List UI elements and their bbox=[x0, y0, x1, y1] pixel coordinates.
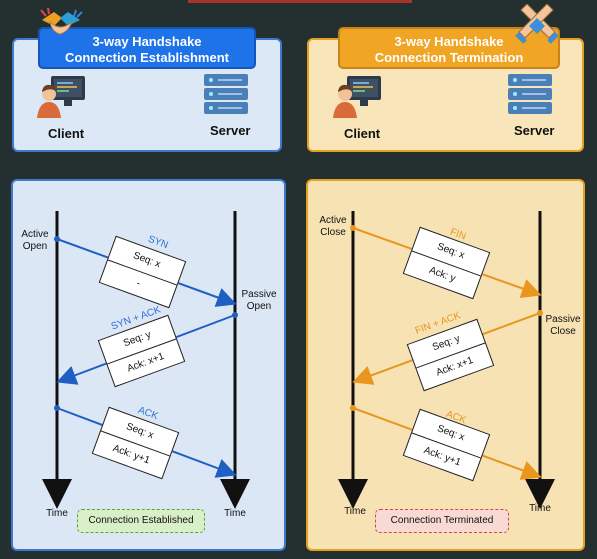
active-open-label: Active Open bbox=[21, 229, 49, 252]
time-label: Time bbox=[529, 503, 551, 514]
establishment-title-line2: Connection Establishment bbox=[65, 50, 229, 65]
time-label: Time bbox=[344, 506, 366, 517]
active-close-label: Active Close bbox=[319, 215, 347, 238]
termination-title-line1: 3-way Handshake bbox=[394, 34, 504, 49]
passive-close-label: Passive Close bbox=[545, 314, 581, 337]
termination-server-label: Server bbox=[514, 123, 555, 138]
client-icon bbox=[37, 76, 85, 118]
handshake-icon bbox=[40, 7, 83, 35]
termination-title-line2: Connection Termination bbox=[374, 50, 524, 65]
time-label: Time bbox=[46, 508, 68, 519]
connection-established-badge: Connection Established bbox=[77, 509, 205, 533]
client-icon bbox=[333, 76, 381, 118]
time-label: Time bbox=[224, 508, 246, 519]
server-icon bbox=[204, 74, 248, 114]
termination-client-label: Client bbox=[344, 126, 381, 141]
connection-terminated-badge: Connection Terminated bbox=[375, 509, 509, 533]
passive-open-label: Passive Open bbox=[241, 289, 277, 312]
establishment-client-label: Client bbox=[48, 126, 85, 141]
establishment-server-label: Server bbox=[210, 123, 251, 138]
top-accent-line bbox=[188, 0, 412, 3]
establishment-title-line1: 3-way Handshake bbox=[92, 34, 202, 49]
establishment-title: 3-way Handshake Connection Establishment bbox=[38, 27, 256, 69]
crossed-arms-icon bbox=[515, 4, 559, 44]
server-icon bbox=[508, 74, 552, 114]
